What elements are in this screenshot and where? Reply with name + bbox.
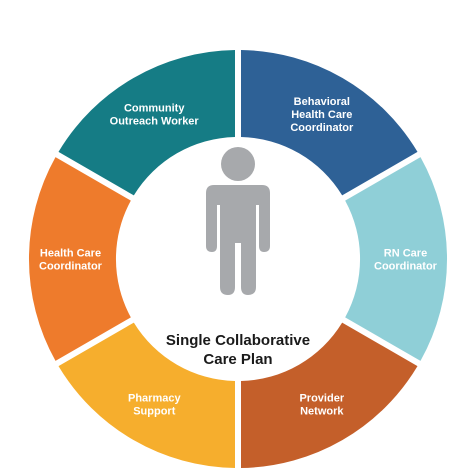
segment-label-line: Network	[300, 406, 344, 418]
person-icon	[206, 147, 270, 295]
segment-label-line: Support	[133, 406, 175, 418]
segment-rn-care-coordinator	[345, 157, 448, 361]
segment-health-care-coordinator	[28, 157, 131, 361]
segment-label-line: Pharmacy	[128, 393, 181, 405]
ring-segments	[28, 50, 448, 468]
segment-label-line: Behavioral	[294, 96, 350, 108]
segment-label-line: Health Care	[40, 248, 101, 260]
segment-label-line: Coordinator	[374, 261, 438, 273]
segment-label-line: RN Care	[384, 248, 427, 260]
segment-pharmacy-support	[58, 322, 235, 468]
segment-label-line: Coordinator	[39, 261, 103, 273]
segment-label-line: Coordinator	[290, 122, 354, 134]
segment-provider-network	[241, 322, 418, 468]
segment-label-line: Community	[124, 102, 185, 114]
segment-behavioral-health-care-coordinator	[241, 50, 418, 196]
segment-label-line: Outreach Worker	[110, 115, 200, 127]
segment-community-outreach-worker	[58, 50, 235, 196]
segment-label-line: Provider	[299, 393, 344, 405]
segment-label-line: Health Care	[291, 109, 352, 121]
center-title-line-2: Care Plan	[203, 351, 272, 368]
center-title-line-1: Single Collaborative	[166, 332, 310, 349]
